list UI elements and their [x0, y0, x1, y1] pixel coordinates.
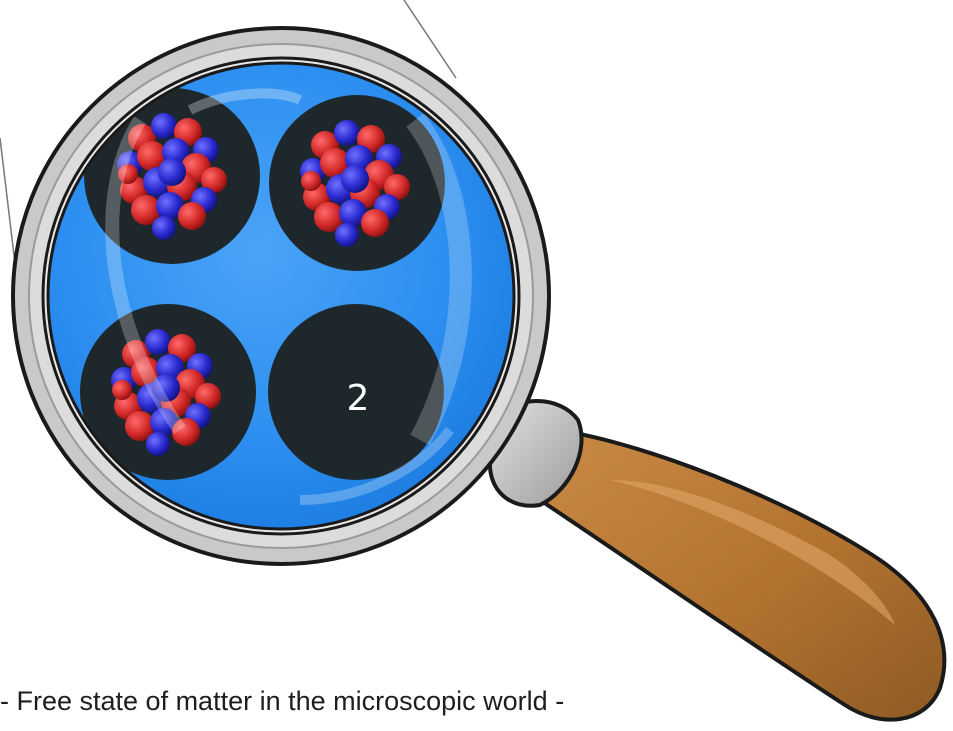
caption-text: - Free state of matter in the microscopi… — [0, 681, 720, 721]
magnifier-handle — [540, 428, 944, 720]
panel-bottom-right: 2 — [268, 304, 444, 480]
string-left — [0, 138, 16, 272]
magnifier-lens: 2 — [48, 63, 514, 529]
panel-number-label: 2 — [347, 378, 370, 419]
